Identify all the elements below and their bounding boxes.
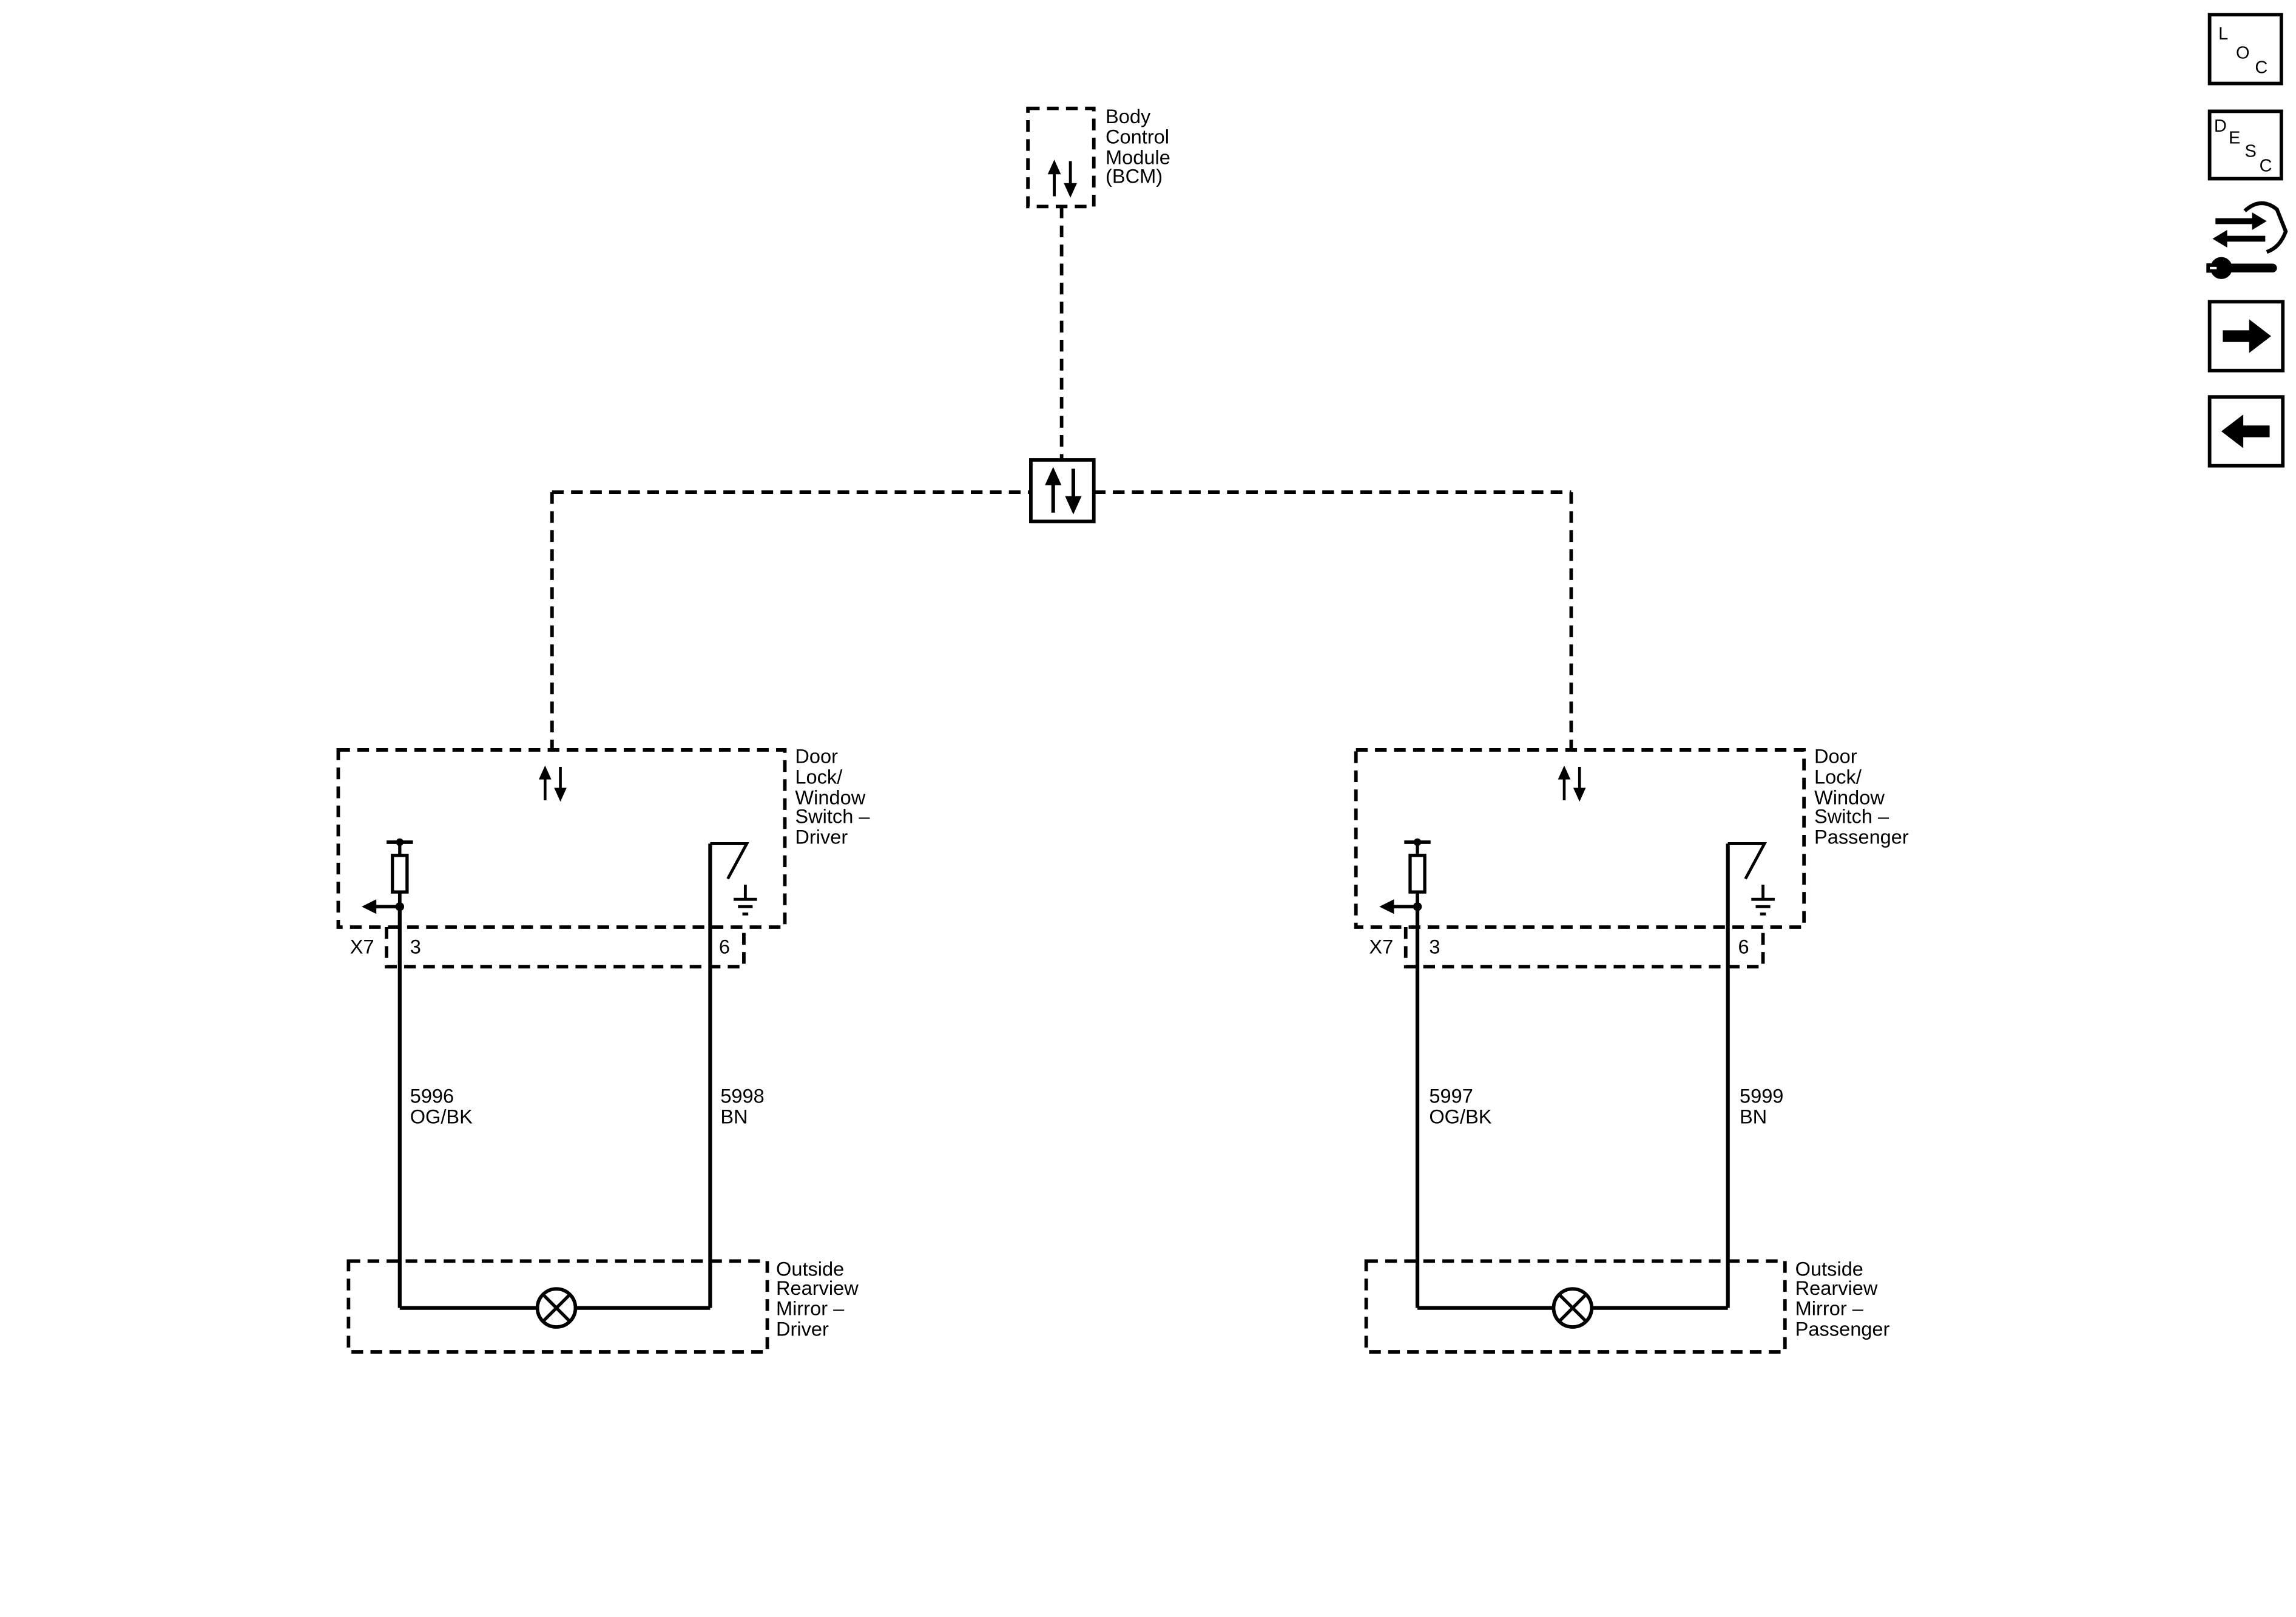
bidirectional-data-icon [1048,160,1077,198]
pin-label: 6 [1738,936,1749,957]
passenger-mirror: Outside Rearview Mirror – Passenger [1364,1258,1890,1354]
passenger-mirror-label-line: Rearview [1795,1277,1878,1299]
driver-switch-label-line: Lock/ [795,766,843,788]
loc-letter: O [2236,44,2250,63]
desc-icon: D E S C [2214,116,2272,175]
splice-box [1029,458,1096,524]
connector-label: X7 [1369,936,1393,957]
pin-label: 6 [719,936,730,957]
driver-switch-label-line: Window [795,786,865,808]
loc-button-frame [2207,13,2283,86]
passenger-circuit: Outside Rearview Mirror – Passenger Door… [1354,746,1909,1354]
serial-data-splice [1029,458,1096,524]
driver-mirror-label-line: Outside [776,1258,844,1280]
passenger-switch-outline [1354,748,1806,929]
wire-color-label: BN [1740,1106,1767,1127]
desc-letter: D [2214,116,2227,136]
bidirectional-data-icon [539,766,567,802]
wire-circuit-label: 5997 [1429,1085,1473,1107]
driver-mirror-label-line: Rearview [776,1277,859,1299]
desc-button-frame [2207,109,2283,181]
driver-mirror-label-line: Driver [776,1318,829,1340]
connector-label: X7 [350,936,374,957]
lamp-icon [538,1289,576,1327]
bcm-outline [1026,106,1096,209]
ground-icon [734,885,757,914]
bcm-label-line: Control [1106,126,1169,148]
desc-letter: C [2260,156,2272,175]
arrow-left-icon [2221,414,2270,448]
driver-circuit: Outside Rearview Mirror – Driver Door Lo… [336,746,870,1354]
next-button[interactable] [2207,300,2285,373]
wire-color-label: BN [720,1106,748,1127]
lamp-icon [1553,1289,1592,1327]
passenger-mirror-label-line: Mirror – [1795,1298,1864,1320]
wire-circuit-label: 5996 [410,1085,454,1107]
wire-color-label: OG/BK [1429,1106,1491,1127]
desc-letter: S [2245,141,2257,161]
loc-button[interactable]: L O C [2207,13,2283,86]
serial-data-bus [550,206,1573,750]
passenger-switch-label-line: Passenger [1814,826,1909,848]
wire-circuit-label: 5999 [1740,1085,1783,1107]
wire-circuit-label: 5998 [720,1085,764,1107]
driver-switch-label-line: Switch – [795,806,870,828]
input-resistor-icon [362,839,413,914]
driver-switch: Door Lock/ Window Switch – Driver X7 3 6 [336,746,870,969]
passenger-mirror-outline [1364,1259,1787,1354]
passenger-mirror-label-line: Outside [1795,1258,1863,1280]
pin-label: 3 [1429,936,1440,957]
bcm-label-line: Module [1106,146,1170,168]
driver-mirror: Outside Rearview Mirror – Driver [346,1258,859,1354]
arrow-right-icon [2223,319,2271,353]
tool-button[interactable] [2206,199,2291,282]
driver-connector-outline [385,927,746,969]
bcm-label-line: (BCM) [1106,166,1163,187]
bcm-label-line: Body [1106,106,1151,127]
driver-switch-label-line: Door [795,746,838,768]
loc-letter: L [2218,24,2228,44]
ground-icon [1751,885,1775,914]
desc-button[interactable]: D E S C [2207,109,2283,181]
wire-color-label: OG/BK [410,1106,473,1127]
passenger-switch-label-line: Switch – [1814,806,1889,828]
driver-switch-outline [336,748,787,929]
desc-letter: E [2229,129,2240,148]
driver-mirror-outline [346,1259,769,1354]
passenger-switch: Door Lock/ Window Switch – Passenger X7 … [1354,746,1909,969]
input-resistor-icon [1379,839,1430,914]
switch-contact-icon [710,842,749,880]
switch-contact-icon [1727,842,1768,880]
passenger-switch-label-line: Lock/ [1814,766,1862,788]
wrench-arrows-icon [2206,199,2291,282]
loc-icon: L O C [2218,24,2267,78]
passenger-mirror-label-line: Passenger [1795,1318,1890,1340]
driver-switch-label-line: Driver [795,826,848,848]
driver-mirror-label-line: Mirror – [776,1298,845,1320]
passenger-connector-outline [1403,927,1765,969]
prev-button[interactable] [2207,395,2285,468]
loc-letter: C [2255,58,2267,78]
bcm-module: Body Control Module (BCM) [1026,106,1170,209]
bidirectional-data-icon [1558,766,1586,802]
side-toolbar: L O C D E S C [2206,13,2291,468]
passenger-switch-label-line: Window [1814,786,1885,808]
passenger-switch-label-line: Door [1814,746,1857,768]
pin-label: 3 [410,936,421,957]
